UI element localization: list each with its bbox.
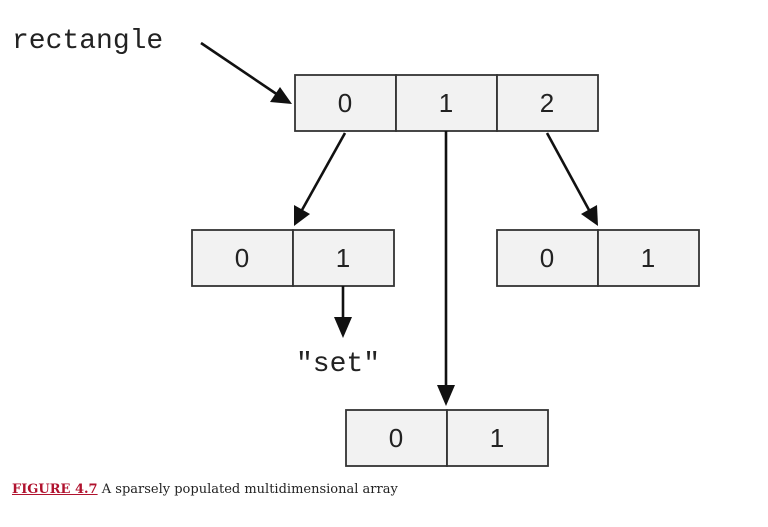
array-right-cell-0 bbox=[496, 229, 599, 287]
array-bottom-cell-0 bbox=[345, 409, 448, 467]
array-left-index-0: 0 bbox=[235, 243, 249, 273]
array-top-index-2: 2 bbox=[540, 88, 554, 118]
sparse-array-diagram: rectangle 0 1 2 0 1 0 1 0 1 "set" bbox=[12, 26, 700, 467]
string-value-set: "set" bbox=[296, 349, 380, 380]
array-top-cell-2 bbox=[496, 74, 599, 132]
array-top: 0 1 2 bbox=[294, 74, 599, 132]
figure-caption: FIGURE 4.7 A sparsely populated multidim… bbox=[12, 482, 398, 497]
array-right-index-0: 0 bbox=[540, 243, 554, 273]
figure-caption-text: A sparsely populated multidimensional ar… bbox=[101, 482, 398, 497]
figure-label-link[interactable]: FIGURE 4.7 bbox=[12, 482, 98, 497]
array-right-index-1: 1 bbox=[641, 243, 655, 273]
array-bottom-index-0: 0 bbox=[389, 423, 403, 453]
array-top-cell-0 bbox=[294, 74, 397, 132]
array-top-index-1: 1 bbox=[439, 88, 453, 118]
arrow-rectangle-to-top bbox=[200, 41, 292, 104]
array-bottom-cell-1 bbox=[446, 409, 549, 467]
array-right: 0 1 bbox=[496, 229, 700, 287]
arrow-top1-to-bottom bbox=[437, 131, 455, 406]
variable-label: rectangle bbox=[12, 26, 163, 57]
array-right-cell-1 bbox=[597, 229, 700, 287]
arrow-left1-to-string bbox=[334, 286, 352, 338]
arrow-top2-to-right bbox=[545, 132, 598, 226]
array-bottom: 0 1 bbox=[345, 409, 549, 467]
arrow-top0-to-left bbox=[294, 132, 347, 226]
array-left: 0 1 bbox=[191, 229, 395, 287]
array-top-cell-1 bbox=[395, 74, 498, 132]
array-left-index-1: 1 bbox=[336, 243, 350, 273]
array-bottom-index-1: 1 bbox=[490, 423, 504, 453]
array-top-index-0: 0 bbox=[338, 88, 352, 118]
